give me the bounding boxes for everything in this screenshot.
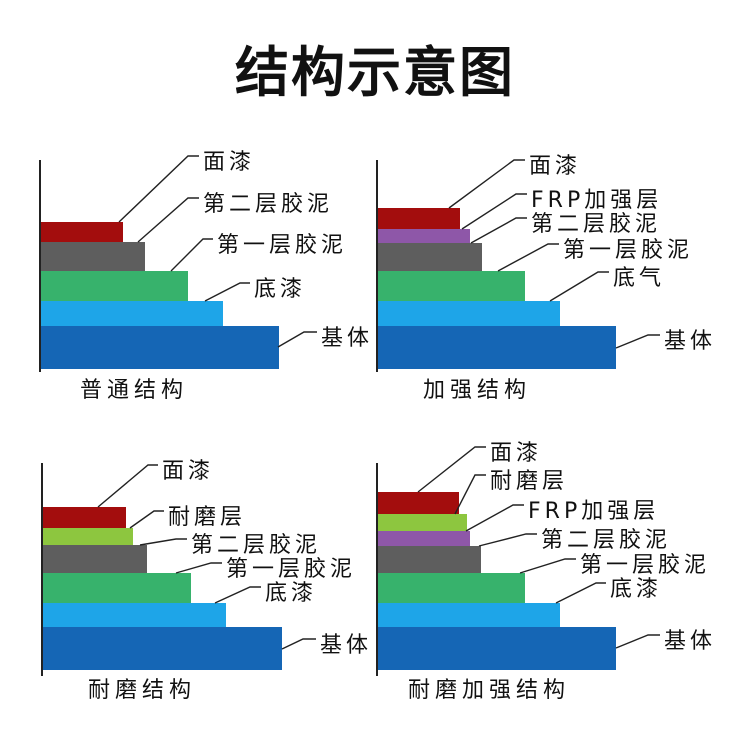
layer-bar [378, 301, 560, 326]
leader-line [214, 586, 261, 604]
layer-bar [41, 326, 279, 369]
layer-bar [378, 603, 560, 627]
leader-line [478, 533, 537, 547]
leader-line [139, 538, 187, 546]
layer-bar [43, 507, 126, 528]
layer-label: 基体 [320, 633, 372, 658]
layer-bar [43, 627, 282, 670]
layer-label: 底漆 [254, 277, 306, 302]
leader-line [465, 504, 524, 532]
layer-bar [41, 301, 223, 326]
layer-bar [378, 243, 482, 271]
leader-line [137, 197, 199, 243]
leader-line [170, 238, 213, 272]
leader-line [175, 562, 222, 574]
layer-label: 第二层胶泥 [203, 192, 333, 217]
layer-label: 面漆 [203, 150, 255, 175]
leader-line [129, 510, 164, 529]
layer-label: FRP加强层 [528, 499, 659, 524]
layer-bar [378, 271, 525, 301]
layer-label: 面漆 [162, 459, 214, 484]
leader-line [281, 638, 316, 650]
layer-label: 基体 [321, 326, 373, 351]
layer-label: 面漆 [490, 441, 542, 466]
leader-line [277, 331, 317, 348]
leader-line [204, 282, 250, 302]
layer-label: 底气 [613, 266, 665, 291]
leader-line [448, 159, 525, 209]
leader-line [417, 446, 486, 493]
structure-caption: 耐磨结构 [88, 678, 196, 703]
layer-bar [41, 222, 123, 242]
layer-label: 第一层胶泥 [217, 233, 347, 258]
leader-line [470, 217, 527, 244]
layer-bar [378, 208, 460, 229]
layer-bar [43, 528, 133, 545]
layer-label: 基体 [664, 329, 716, 354]
layer-bar [378, 531, 470, 546]
layer-label: 第二层胶泥 [531, 212, 661, 237]
structure-caption: 普通结构 [80, 378, 188, 403]
leader-line [118, 155, 199, 223]
layer-label: FRP加强层 [531, 188, 662, 213]
layer-bar [43, 573, 191, 603]
structure-caption: 加强结构 [423, 378, 531, 403]
layer-label: 面漆 [529, 154, 581, 179]
layer-label: 耐磨层 [168, 505, 246, 530]
structure-caption: 耐磨加强结构 [408, 678, 570, 703]
layer-bar [378, 326, 616, 369]
layer-bar [41, 242, 145, 271]
layer-label: 第一层胶泥 [226, 557, 356, 582]
leader-line [461, 193, 527, 230]
layer-label: 第二层胶泥 [191, 533, 321, 558]
leader-line [555, 582, 606, 604]
layer-bar [378, 514, 467, 531]
layer-label: 第二层胶泥 [541, 528, 671, 553]
layer-bar [41, 271, 188, 301]
layer-label: 耐磨层 [490, 469, 568, 494]
layer-bar [43, 545, 147, 573]
leader-line [454, 474, 486, 515]
leader-line [615, 634, 660, 649]
layer-label: 基体 [664, 629, 716, 654]
layer-label: 第一层胶泥 [563, 238, 693, 263]
layer-bar [43, 603, 226, 627]
leader-line [97, 464, 158, 508]
layer-bar [378, 229, 470, 243]
page-title: 结构示意图 [235, 41, 515, 104]
layer-label: 底漆 [610, 577, 662, 602]
layer-bar [378, 492, 459, 514]
leader-line [519, 558, 576, 574]
layer-bar [378, 573, 525, 603]
layer-label: 第一层胶泥 [580, 553, 710, 578]
layer-bar [378, 546, 481, 573]
leader-line [497, 243, 559, 272]
layer-label: 底漆 [265, 581, 317, 606]
layer-bar [378, 627, 616, 670]
leader-line [549, 271, 609, 302]
leader-line [615, 334, 660, 349]
